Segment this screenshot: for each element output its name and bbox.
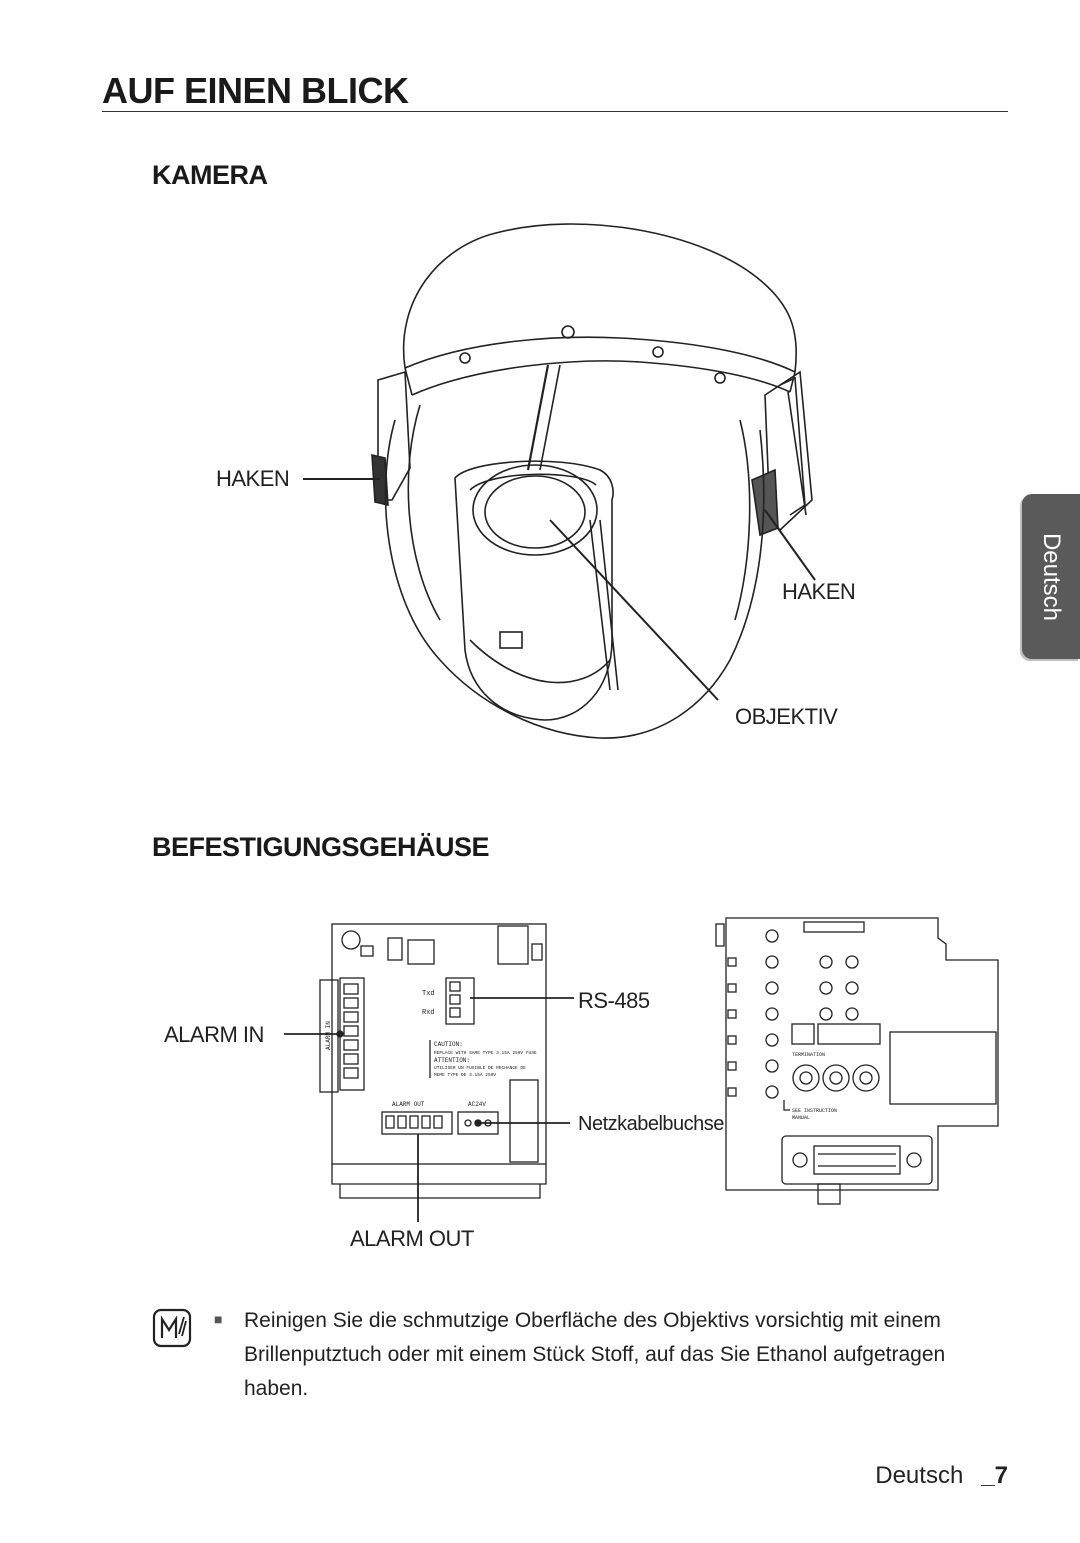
board-alarm-in: ALARM IN xyxy=(325,1021,332,1050)
alarm-out-label: ALARM OUT xyxy=(350,1226,474,1251)
board-attention-line2: MEME TYPE DE 3.15A 250V xyxy=(434,1072,496,1078)
page-number: _7 xyxy=(981,1462,1008,1489)
board-termination: TERMINATION xyxy=(792,1052,825,1058)
note-line-2: Brillenputztuch oder mit einem Stück Sto… xyxy=(244,1343,946,1400)
housing-board-front: CAUTION: REPLACE WITH SAME TYPE 3.15A 25… xyxy=(284,923,574,1222)
note-bullet-icon: ■ xyxy=(214,1311,223,1327)
hook-right-label: HAKEN xyxy=(782,579,856,604)
board-txd: Txd xyxy=(422,990,435,998)
note-icon xyxy=(152,1308,192,1348)
board-caution-line: REPLACE WITH SAME TYPE 3.15A 250V FUSE xyxy=(434,1050,537,1056)
camera-heading: KAMERA xyxy=(152,160,268,190)
board-attention-line1: UTILISER UN FUSIBLE DE RECHANGE DE xyxy=(434,1065,526,1071)
language-tab: Deutsch xyxy=(1022,494,1080,659)
cleaning-note: ■ Reinigen Sie die schmutzige Oberfläche … xyxy=(214,1302,994,1406)
title-divider xyxy=(102,111,1008,112)
page-footer: Deutsch _7 xyxy=(875,1462,1008,1490)
camera-illustration xyxy=(303,223,816,739)
board-caution: CAUTION: xyxy=(434,1041,463,1048)
board-manual: MANUAL xyxy=(792,1115,810,1121)
housing-board-back: TERMINATION SEE INSTRUCTION MANUAL xyxy=(715,917,999,1205)
board-attention: ATTENTION: xyxy=(434,1057,470,1064)
page-title: AUF EINEN BLICK xyxy=(102,70,409,111)
housing-heading: BEFESTIGUNGSGEHÄUSE xyxy=(152,832,490,862)
board-see-instruction: SEE INSTRUCTION xyxy=(792,1108,837,1114)
hook-left-label: HAKEN xyxy=(216,466,290,491)
alarm-in-label: ALARM IN xyxy=(164,1022,264,1047)
board-rxd: Rxd xyxy=(422,1009,435,1017)
footer-language: Deutsch xyxy=(875,1462,964,1489)
note-line-1: Reinigen Sie die schmutzige Oberfläche d… xyxy=(244,1309,941,1332)
lens-label: OBJEKTIV xyxy=(735,704,838,729)
rs485-label: RS-485 xyxy=(578,988,650,1013)
board-alarm-out: ALARM OUT xyxy=(392,1101,425,1108)
power-socket-label: Netzkabelbuchse xyxy=(578,1113,724,1135)
board-ac24: AC24V xyxy=(468,1101,486,1108)
